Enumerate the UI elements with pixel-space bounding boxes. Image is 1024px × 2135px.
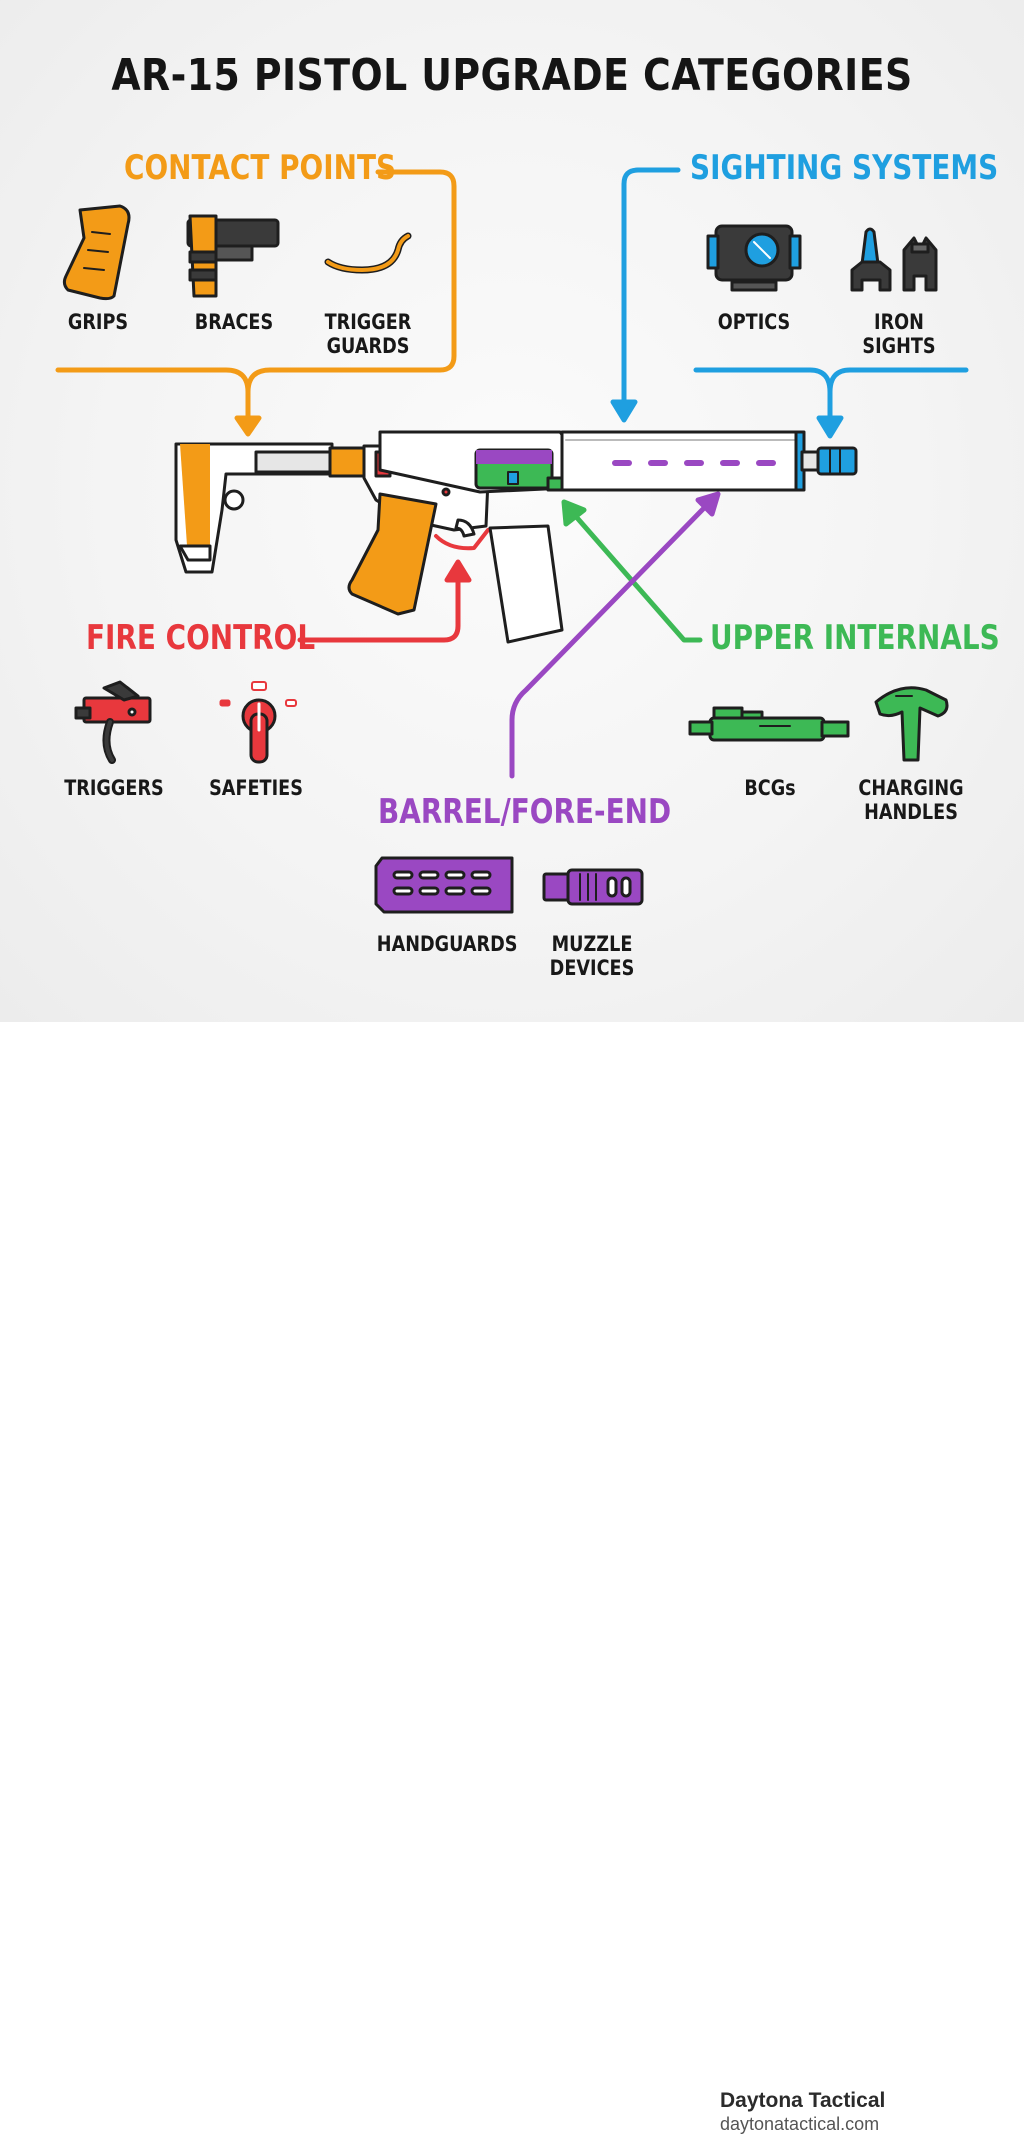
barrel-fore-end-connector xyxy=(509,491,721,779)
page-title: AR-15 PISTOL UPGRADE CATEGORIES xyxy=(111,50,913,101)
brand-website: daytonatactical.com xyxy=(720,2114,880,2134)
ar15-pistol-illustration xyxy=(174,430,858,644)
pistol-trigger-guard xyxy=(434,528,490,551)
brace-icon xyxy=(186,214,280,298)
brand-name: Daytona Tactical xyxy=(720,2089,886,2112)
connector-arrows xyxy=(55,167,969,779)
braces-label: BRACES xyxy=(194,310,274,334)
grip-icon xyxy=(62,204,131,301)
iron-sights-icon xyxy=(850,227,938,292)
charging-handles-label: CHARGING HANDLES xyxy=(858,776,964,824)
handguards-label: HANDGUARDS xyxy=(376,932,518,956)
sighting-systems-connector xyxy=(610,167,969,439)
trigger-icon xyxy=(74,680,152,764)
muzzle-device-icon xyxy=(542,868,644,906)
category-icons xyxy=(62,204,949,914)
bolt-carrier-group-icon xyxy=(688,706,850,742)
handguard-slots xyxy=(612,460,776,466)
pistol-muzzle-device xyxy=(816,446,858,476)
fire-control-title: FIRE CONTROL xyxy=(86,618,316,658)
red-dot-optic-icon xyxy=(706,224,802,292)
sighting-systems-title: SIGHTING SYSTEMS xyxy=(690,148,999,188)
charging-handle-icon xyxy=(874,686,949,762)
safety-selector-icon xyxy=(219,681,297,764)
safeties-label: SAFETIES xyxy=(209,776,303,800)
trigger-guard-icon xyxy=(324,232,412,274)
muzzle-devices-label: MUZZLE DEVICES xyxy=(549,932,635,980)
triggers-label: TRIGGERS xyxy=(64,776,164,800)
trigger-guards-label: TRIGGER GUARDS xyxy=(324,310,412,358)
optics-label: OPTICS xyxy=(717,310,791,334)
iron-sights-label: IRON SIGHTS xyxy=(862,310,936,358)
bcgs-label: BCGs xyxy=(744,776,796,800)
fire-control-connector xyxy=(297,559,472,643)
barrel-fore-end-title: BARREL/FORE-END xyxy=(378,792,672,832)
pistol-grip xyxy=(347,492,438,616)
pistol-trigger xyxy=(454,518,476,538)
infographic-canvas: AR-15 PISTOL UPGRADE CATEGORIES xyxy=(0,0,1024,1022)
footer: Daytona Tactical daytonatactical.com xyxy=(0,1022,1024,2134)
magazine xyxy=(488,524,564,644)
upper-internals-connector xyxy=(561,499,703,643)
upper-internals-title: UPPER INTERNALS xyxy=(710,618,1000,658)
contact-points-connector xyxy=(55,169,457,437)
handguard-icon xyxy=(374,856,514,914)
contact-points-title: CONTACT POINTS xyxy=(124,148,397,188)
grips-label: GRIPS xyxy=(67,310,129,334)
